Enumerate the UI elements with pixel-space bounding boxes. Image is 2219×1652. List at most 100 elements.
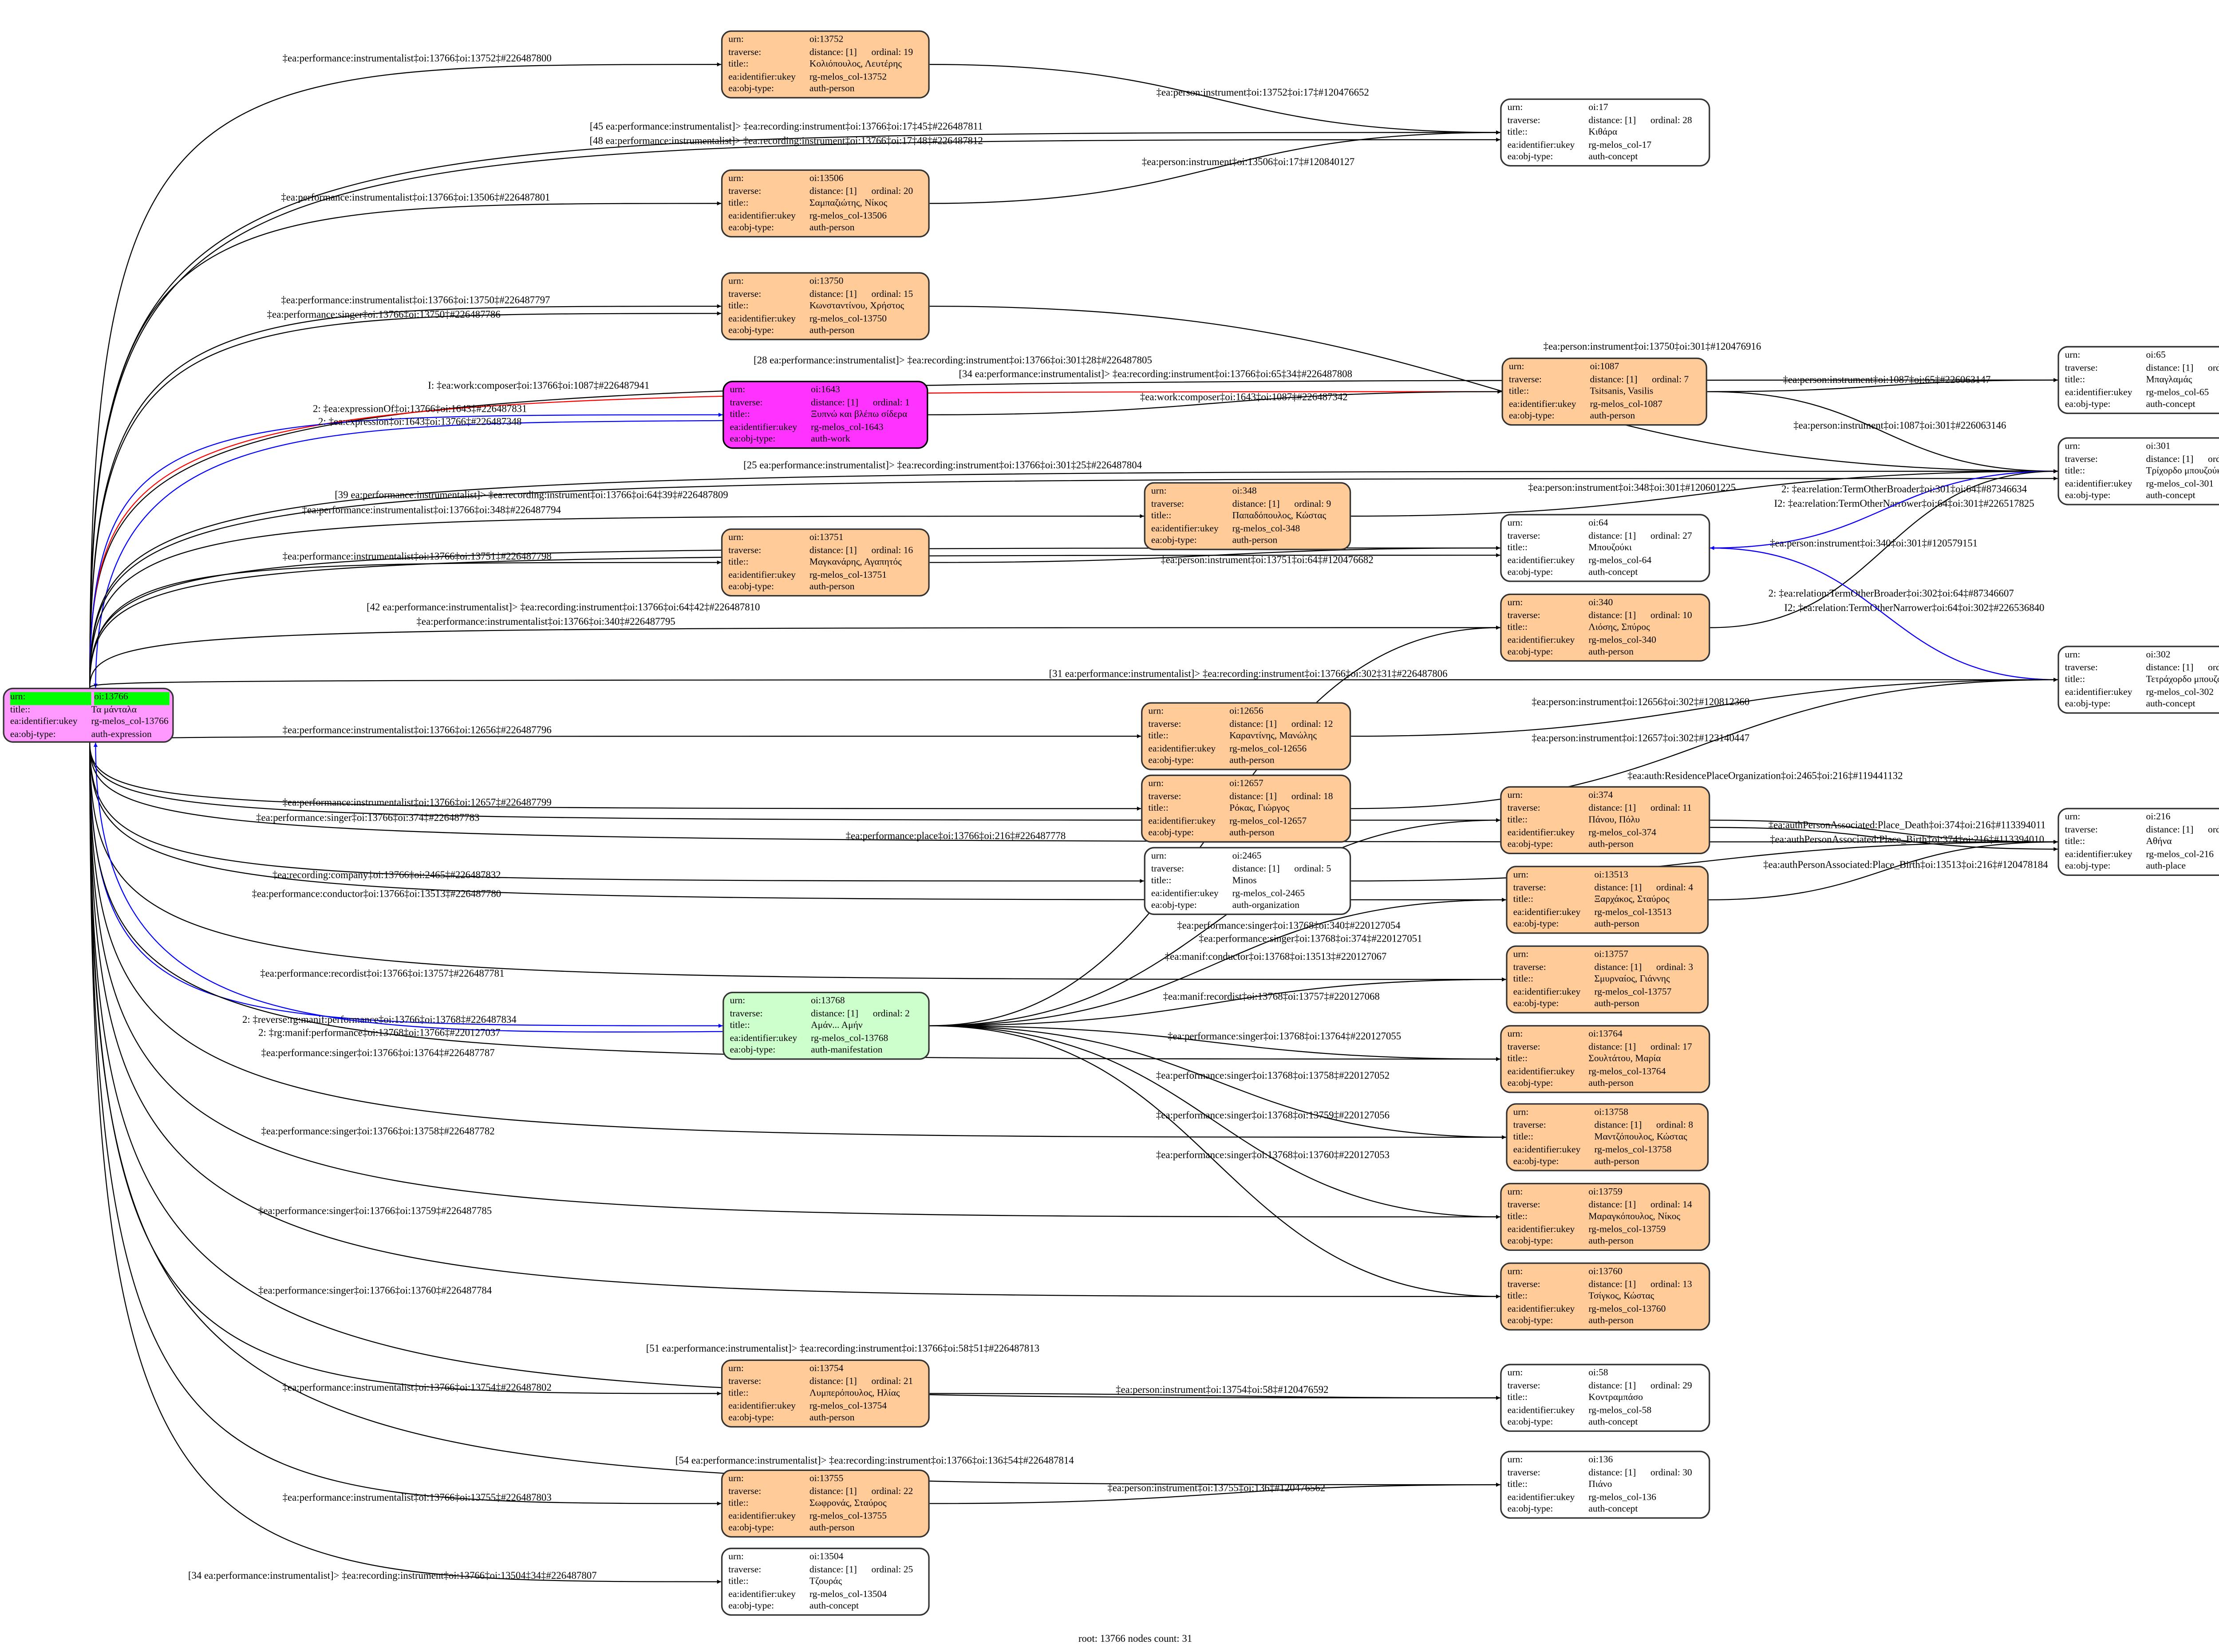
field-value: rg-melos_col-13757 (1594, 987, 1672, 998)
field-value: distance: [1] (1232, 499, 1280, 509)
field-label: title:: (2065, 675, 2085, 685)
field-label: urn: (1508, 362, 1524, 372)
field-value: distance: [1] (809, 545, 857, 556)
field-label: title:: (1507, 1054, 1528, 1065)
edge-label: ‡ea:performance:singer‡oi:13766‡oi:13764… (261, 1047, 494, 1058)
field-value: oi:13766 (94, 692, 170, 705)
edge-label: [54 ea:performance:instrumentalist]> ‡ea… (675, 1455, 1074, 1466)
node-row: urn:oi:13760 (1508, 1267, 1703, 1279)
edge-label: ‡ea:manif:conductor‡oi:13768‡oi:13513‡#2… (1165, 951, 1387, 962)
field-label: ea:identifier:ukey (1513, 987, 1581, 998)
field-value: oi:13757 (1594, 950, 1628, 960)
node-row: title::Σμυρναίος, Γιάννης (1513, 974, 1702, 987)
edge (89, 514, 1144, 688)
node-row: title::Minos (1151, 876, 1344, 889)
field-label: ea:identifier:ukey (1507, 1405, 1575, 1416)
node-row: title::Παπαδόπουλος, Κώστας (1151, 511, 1344, 524)
field-label: title:: (1507, 1480, 1528, 1490)
node-row: urn:oi:13757 (1513, 950, 1702, 962)
ordinal-value: ordinal: 5 (1294, 863, 1331, 874)
edge-label: ‡ea:performance:singer‡oi:13768‡oi:374‡#… (1199, 933, 1422, 944)
field-value: oi:136 (1588, 1455, 1613, 1465)
field-label: title:: (1507, 623, 1528, 633)
node-row: title::Τσίγκος, Κώστας (1508, 1292, 1703, 1304)
edge (1351, 678, 2058, 737)
node-row: traverse:distance: [1]ordinal: 12 (1148, 719, 1343, 731)
node-row: urn:oi:216 (2065, 812, 2219, 824)
node-row: title::Σουλτάτου, Μαρία (1508, 1054, 1703, 1067)
edge-label: [45 ea:performance:instrumentalist]> ‡ea… (590, 121, 983, 132)
field-value: auth-person (1594, 999, 1639, 1010)
node-row: ea:obj-type:auth-person (1151, 536, 1344, 548)
edge (89, 62, 721, 688)
ordinal-value: ordinal: 4 (1656, 882, 1694, 893)
edge (93, 420, 723, 688)
edge (89, 311, 721, 688)
field-value: Πάνου, Πόλυ (1588, 815, 1640, 826)
node-row: urn:oi:13768 (730, 996, 922, 1009)
field-value: Μαραγκόπουλος, Νίκος (1588, 1212, 1681, 1222)
field-value: auth-person (1594, 1157, 1639, 1168)
ordinal-value: ordinal: 23 (2208, 454, 2219, 465)
ordinal-value: ordinal: 6 (2208, 824, 2219, 835)
field-value: distance: [1] (1594, 962, 1642, 973)
field-label: ea:obj-type: (728, 1523, 774, 1534)
ordinal-value: ordinal: 15 (871, 289, 913, 300)
field-label: ea:identifier:ukey (730, 422, 798, 433)
ordinal-value: ordinal: 8 (1656, 1120, 1694, 1130)
node-row: title::Tsitsanis, Vasilis (1509, 387, 1700, 399)
edge-label: 2: ‡ea:expression‡oi:1643‡oi:13766‡#2264… (318, 416, 521, 427)
node-row: title::Τα μάνταλα (10, 705, 166, 717)
field-value: oi:13768 (811, 996, 845, 1006)
node-row: traverse:distance: [1]ordinal: 19 (728, 47, 922, 59)
field-label: traverse: (2065, 824, 2098, 835)
node-row: traverse:distance: [1]ordinal: 27 (1508, 531, 1703, 543)
ordinal-value: ordinal: 3 (1656, 962, 1694, 973)
field-label: title:: (730, 1021, 750, 1031)
field-label: ea:identifier:ukey (728, 1401, 796, 1411)
node-row: title::Ξυπνώ και βλέπω σίδερα (730, 410, 921, 422)
node-row: urn:oi:17 (1508, 103, 1703, 115)
field-value: auth-expression (91, 729, 152, 740)
field-label: title:: (1513, 895, 1534, 905)
edge (89, 742, 1506, 902)
node-row: ea:obj-type:auth-concept (1508, 153, 1703, 165)
field-value: distance: [1] (1232, 863, 1280, 874)
field-label: urn: (728, 173, 744, 184)
